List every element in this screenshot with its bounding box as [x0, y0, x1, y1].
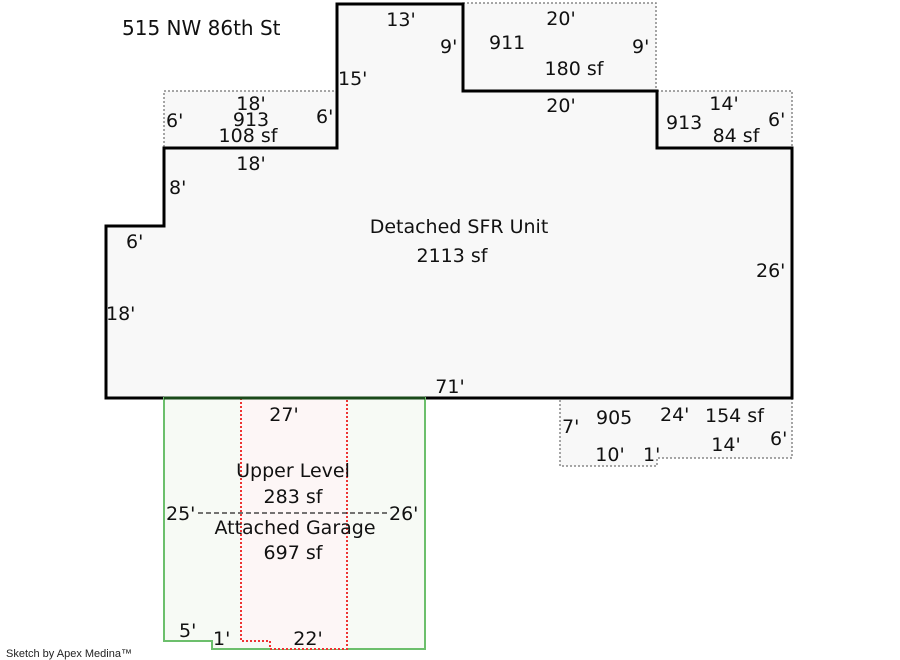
dim-upper-top: 27' [269, 404, 298, 426]
dim-main-bump-left: 15' [338, 68, 367, 90]
addon-911-size: 180 sf [545, 58, 605, 80]
dim-913l-top: 18' [236, 93, 265, 115]
dim-garage-step: 1' [213, 628, 230, 650]
upper-level-size: 283 sf [264, 486, 324, 508]
addon-911-code: 911 [489, 32, 525, 54]
dim-garage-right: 26' [389, 503, 418, 525]
dim-main-left-step-v: 8' [169, 177, 186, 199]
addon-913-left-size: 108 sf [219, 125, 279, 147]
dim-upper-bottom: 22' [293, 628, 322, 650]
sketch-credit: Sketch by Apex Medina™ [6, 648, 132, 660]
addon-913-left-code: 913 [233, 109, 269, 131]
property-address: 515 NW 86th St [122, 16, 281, 40]
dim-main-left: 18' [106, 303, 135, 325]
dim-main-top-bump: 13' [386, 9, 415, 31]
dim-main-left-step-h: 6' [126, 231, 143, 253]
addon-913-right-code: 913 [666, 112, 702, 134]
addon-913-right-size: 84 sf [713, 125, 761, 147]
dim-main-bump-right: 9' [440, 36, 457, 58]
dim-913r-right: 6' [768, 109, 785, 131]
dim-905-right: 6' [770, 428, 787, 450]
addon-905-code: 905 [596, 407, 632, 429]
dim-main-step-top: 20' [546, 95, 575, 117]
garage-name: Attached Garage [214, 517, 375, 539]
dim-main-bottom: 71' [435, 376, 464, 398]
main-area-size: 2113 sf [417, 245, 489, 267]
dim-911-top: 20' [546, 8, 575, 30]
dim-913l-left: 6' [166, 110, 183, 132]
garage-size: 697 sf [264, 542, 324, 564]
dim-main-left-upper: 18' [236, 153, 265, 175]
dim-905-bottom-right: 14' [711, 434, 740, 456]
dim-913l-right: 6' [316, 106, 333, 128]
dim-main-right: 26' [756, 260, 785, 282]
dim-905-step: 1' [643, 444, 660, 466]
dim-913r-top: 14' [709, 93, 738, 115]
addon-905-size: 154 sf [705, 405, 765, 427]
dim-911-right: 9' [632, 36, 649, 58]
main-area-name: Detached SFR Unit [370, 216, 549, 238]
dim-905-bottom-left: 10' [595, 444, 624, 466]
dim-garage-left: 25' [166, 503, 195, 525]
dim-905-top: 24' [660, 404, 689, 426]
upper-level-name: Upper Level [236, 460, 350, 482]
dim-905-left: 7' [562, 416, 579, 438]
dim-garage-bottom-left: 5' [179, 620, 196, 642]
main-living-area [104, 2, 794, 400]
